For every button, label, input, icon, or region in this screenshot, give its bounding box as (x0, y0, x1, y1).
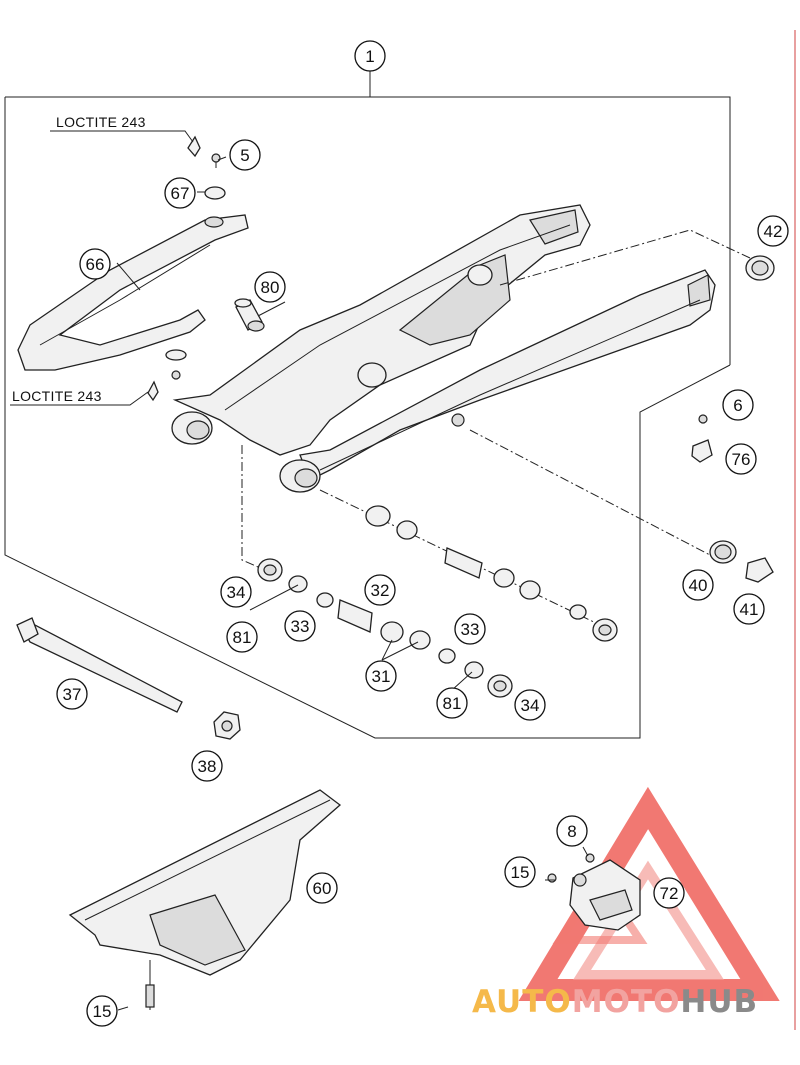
svg-text:33: 33 (291, 617, 310, 636)
loctite-label-mid: LOCTITE 243 (12, 388, 102, 404)
svg-text:AUTOMOTOHUB: AUTOMOTOHUB (472, 984, 758, 1020)
svg-text:15: 15 (93, 1002, 112, 1021)
svg-text:31: 31 (372, 667, 391, 686)
swingarm (171, 204, 716, 493)
callout-40: 40 (682, 569, 714, 601)
svg-text:32: 32 (371, 581, 390, 600)
svg-text:15: 15 (511, 863, 530, 882)
svg-text:76: 76 (732, 450, 751, 469)
svg-text:38: 38 (198, 757, 217, 776)
leader-lines (10, 130, 589, 1011)
svg-text:81: 81 (233, 628, 252, 647)
svg-text:6: 6 (733, 396, 742, 415)
svg-text:34: 34 (521, 696, 540, 715)
loctite-label-top: LOCTITE 243 (56, 114, 146, 130)
plug-parts (709, 540, 774, 583)
svg-text:72: 72 (660, 884, 679, 903)
callout-5: 5 (229, 139, 261, 171)
callout-67: 67 (164, 177, 196, 209)
svg-text:8: 8 (567, 822, 576, 841)
chain-guide-bracket (547, 853, 641, 931)
callout-32: 32 (364, 574, 396, 606)
svg-text:40: 40 (689, 576, 708, 595)
callout-60: 60 (306, 872, 338, 904)
callout-31: 31 (365, 660, 397, 692)
callout-15b: 15 (504, 856, 536, 888)
swingarm-axle (16, 617, 183, 713)
callout-38: 38 (191, 750, 223, 782)
callouts: 1 5 67 66 80 42 6 76 40 41 34 81 33 32 3… (56, 40, 789, 1027)
watermark-hub: HUB (680, 984, 758, 1020)
assembly-outline (4, 68, 731, 739)
callout-37: 37 (56, 678, 88, 710)
callout-81b: 81 (436, 687, 468, 719)
callout-81a: 81 (226, 621, 258, 653)
callout-33a: 33 (284, 610, 316, 642)
callout-66: 66 (79, 248, 111, 280)
axle-nut (213, 711, 241, 740)
callout-34a: 34 (220, 576, 252, 608)
bushing-80 (234, 298, 265, 332)
callout-72: 72 (653, 877, 685, 909)
callout-80: 80 (254, 271, 286, 303)
chain-guard (68, 789, 342, 1010)
svg-text:1: 1 (365, 47, 374, 66)
callout-1: 1 (354, 40, 386, 72)
chain-slider (17, 214, 249, 371)
callout-34b: 34 (514, 689, 546, 721)
callout-15a: 15 (86, 995, 118, 1027)
watermark-auto: AUTO (472, 984, 572, 1020)
clamp-hardware (691, 414, 713, 463)
callout-8: 8 (556, 815, 588, 847)
watermark-moto: MOTO (572, 984, 681, 1020)
callout-33b: 33 (454, 613, 486, 645)
callout-42: 42 (757, 215, 789, 247)
svg-text:5: 5 (240, 146, 249, 165)
svg-text:81: 81 (443, 694, 462, 713)
svg-text:33: 33 (461, 620, 480, 639)
callout-76: 76 (725, 443, 757, 475)
top-hardware (147, 135, 226, 402)
callout-6: 6 (722, 389, 754, 421)
svg-text:60: 60 (313, 879, 332, 898)
svg-text:34: 34 (227, 583, 246, 602)
svg-text:42: 42 (764, 222, 783, 241)
bearing-stack (257, 505, 618, 698)
svg-text:66: 66 (86, 255, 105, 274)
svg-text:80: 80 (261, 278, 280, 297)
callout-41: 41 (733, 593, 765, 625)
watermark-wordmark: AUTOMOTOHUB (472, 984, 758, 1020)
svg-text:41: 41 (740, 600, 759, 619)
svg-text:67: 67 (171, 184, 190, 203)
svg-text:37: 37 (63, 685, 82, 704)
